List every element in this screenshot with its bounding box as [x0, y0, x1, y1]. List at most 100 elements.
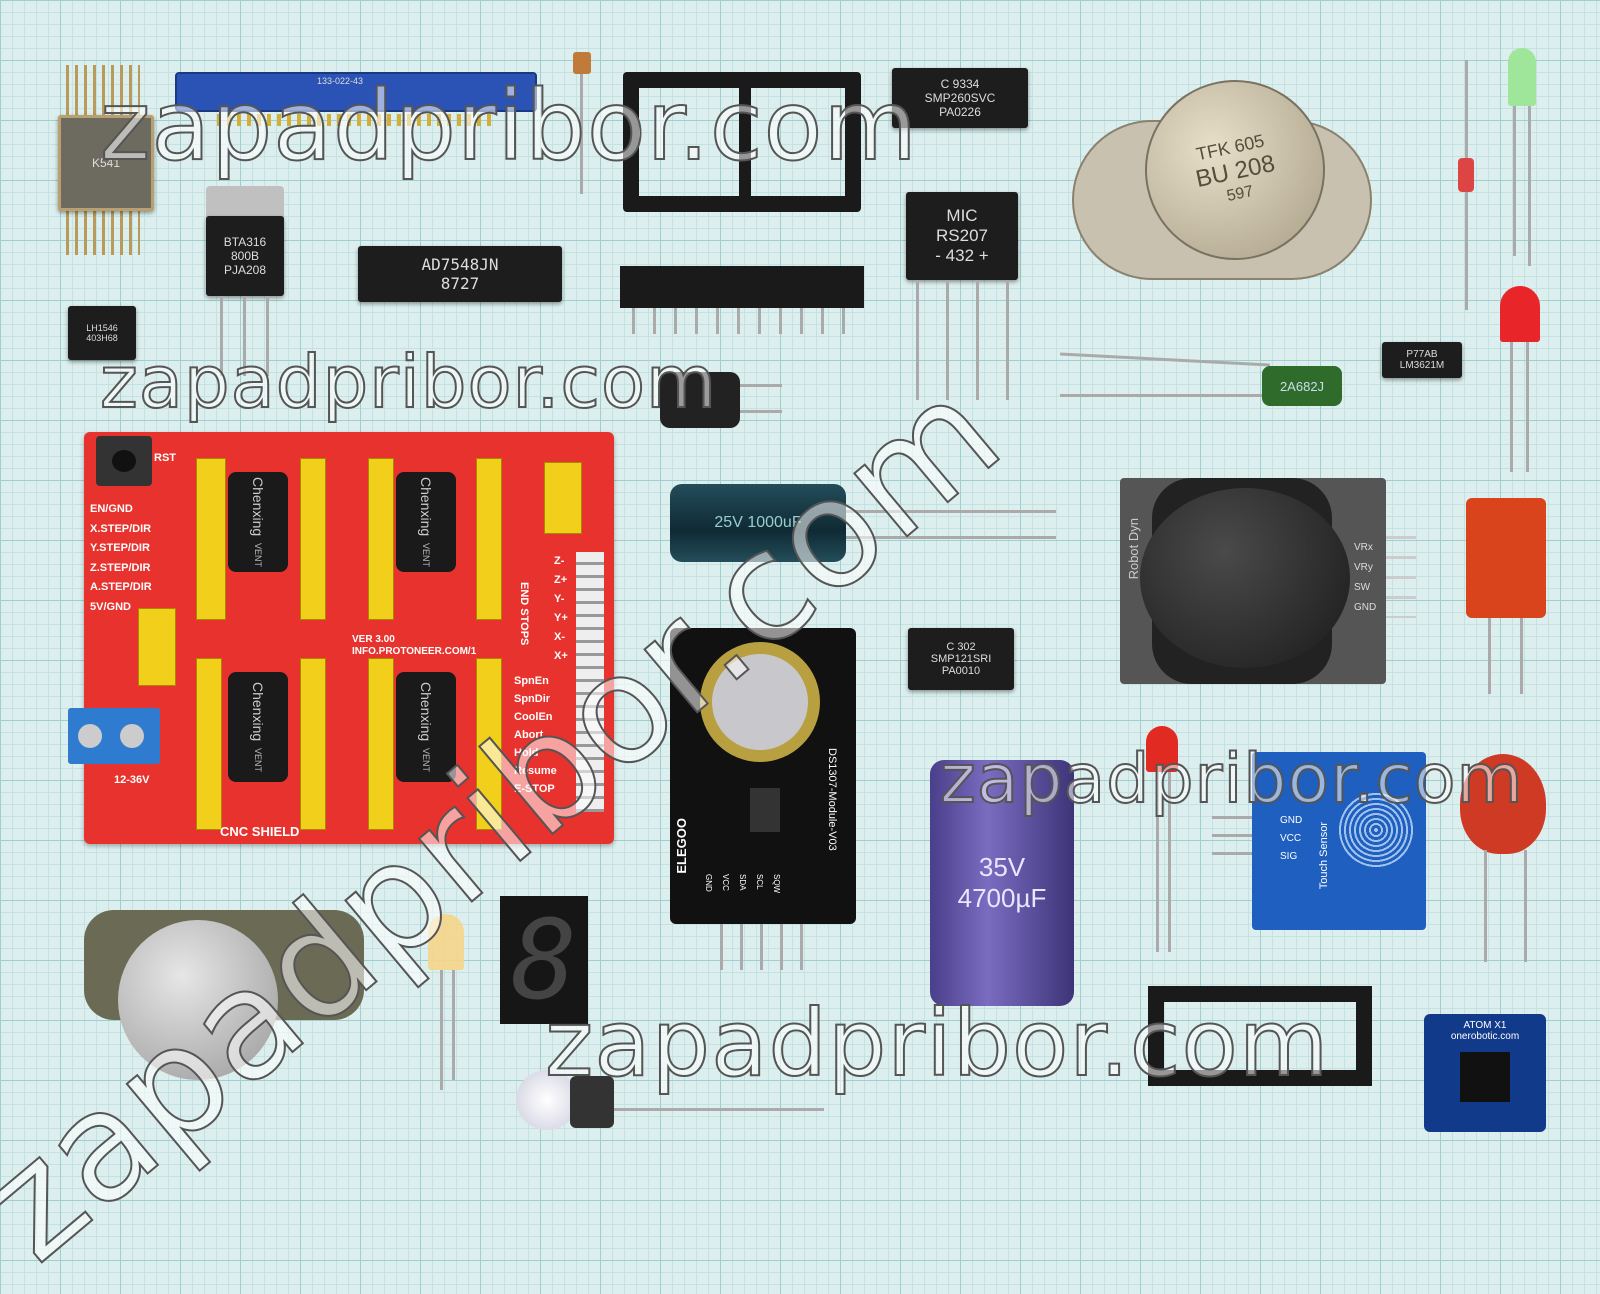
diode — [1458, 158, 1474, 192]
chip-text: LM3621M — [1399, 360, 1445, 371]
pin-label: Y- — [554, 593, 565, 605]
end-stops-label: END STOPS — [518, 582, 530, 646]
pin-label: Z.STEP/DIR — [90, 561, 151, 574]
hybrid-ic-label: K541 — [91, 156, 121, 170]
optocoupler: LH1546 403H68 — [68, 306, 136, 360]
chip-text: 2A682J — [1279, 378, 1325, 394]
touch-sensor-label: Touch Sensor — [1318, 822, 1330, 890]
chip-text: 8727 — [440, 274, 480, 293]
pin-label: GND — [1354, 602, 1377, 613]
pin-label: CoolEn — [514, 711, 553, 723]
pin-label: A.STEP/DIR — [90, 581, 152, 593]
hybrid-ic: K541 — [58, 65, 154, 255]
chip-text: PA0010 — [941, 665, 981, 677]
segment-digit: 8 — [510, 896, 578, 1024]
pin-label: Y+ — [554, 612, 568, 624]
power-terminal — [68, 708, 160, 764]
cap-brand: Chenxing — [250, 477, 266, 537]
pin-label: E-STOP — [514, 783, 555, 795]
inductor — [660, 372, 740, 428]
chip-text: 403H68 — [86, 333, 118, 343]
hybrid-ic-body: K541 — [58, 115, 154, 211]
clear-led-base — [570, 1076, 614, 1128]
pin-label: GND — [704, 874, 713, 892]
cap-vent-label: VENT — [421, 747, 431, 772]
chip-text: P77AB — [1406, 349, 1438, 360]
chip-text: LH1546 — [86, 323, 118, 333]
pin-label: SW — [1354, 582, 1371, 593]
rst-label: RST — [154, 452, 176, 464]
pin-label: X+ — [554, 650, 568, 662]
pin-label: VRy — [1354, 562, 1373, 573]
pin-label: Z+ — [554, 574, 568, 586]
small-capacitor — [573, 52, 591, 74]
soic-ic-top: C 9334 SMP260SVC PA0226 — [892, 68, 1028, 128]
watermark: zapadpribor.com — [99, 69, 918, 183]
version-label: VER 3.00 — [352, 634, 395, 645]
watermark: zapadpribor.com — [99, 339, 718, 425]
pin-label: GND — [1280, 815, 1303, 826]
edge-connector: 133-022-43 — [175, 72, 537, 126]
chip-text: MIC — [946, 206, 978, 225]
atom-board: ATOM X1 onerobotic.com — [1424, 1014, 1546, 1132]
pin-label: Hold — [514, 747, 539, 759]
chip-text: PJA208 — [223, 263, 267, 277]
edge-connector-label: 133-022-43 — [317, 76, 364, 86]
pin-header-strip — [620, 266, 864, 308]
touch-sensor-module: Touch Sensor GND VCC SIG — [1252, 752, 1426, 930]
cap-brand: Chenxing — [250, 682, 266, 742]
pin-label: SpnDir — [514, 693, 551, 705]
chip-text: AD7548JN — [421, 255, 499, 274]
electrolytic-capacitor-1000uf: 25V 1000uF — [670, 484, 846, 562]
atom-label: ATOM X1 — [1463, 1020, 1507, 1031]
pin-label: SDA — [738, 874, 747, 891]
cnc-shield: RST EN/GND X.STEP/DIR Y.STEP/DIR Z.STEP/… — [68, 432, 614, 844]
pin-label: SQW — [772, 874, 781, 894]
ptc-fuse — [1466, 498, 1546, 618]
url-label: INFO.PROTONEER.COM/1 — [352, 646, 477, 657]
pin-label: VRx — [1354, 542, 1373, 553]
pin-label: Abort — [514, 729, 544, 741]
electrolytic-capacitor-4700uf: 35V 4700µF — [930, 760, 1074, 1006]
chip-text: RS207 — [936, 226, 988, 245]
red-led — [1146, 726, 1178, 772]
varistor — [1460, 754, 1546, 854]
bridge-rectifier: MIC RS207 - 432 + — [906, 192, 1018, 280]
atom-url: onerobotic.com — [1450, 1031, 1520, 1042]
cap-vent-label: VENT — [253, 542, 263, 567]
watermark: zapadpribor.com — [544, 989, 1330, 1098]
chip-text: 597 — [1225, 182, 1255, 205]
pin-label: SCL — [755, 874, 764, 890]
reset-button — [96, 436, 152, 486]
pin-label: 5V/GND — [90, 600, 131, 613]
chip-text: C 9334 — [940, 77, 980, 91]
rtc-module: ELEGOO DS1307-Module-V03 GND VCC SDA SCL… — [670, 628, 856, 924]
chip-text: 4700µF — [957, 883, 1047, 913]
soic-ic-mid: C 302 SMP121SRI PA0010 — [908, 628, 1014, 690]
chip-text: 35V — [978, 852, 1026, 882]
chip-text: - 432 + — [935, 246, 989, 265]
red-led — [1500, 286, 1540, 342]
rtc-name: DS1307-Module-V03 — [826, 748, 838, 851]
chip-text: C 302 — [946, 641, 976, 653]
chip-text: SMP260SVC — [924, 91, 996, 105]
clear-led — [516, 1070, 578, 1130]
green-led — [1508, 48, 1536, 106]
pin-label: Y.STEP/DIR — [90, 542, 150, 554]
joystick-module: Robot Dyn VRx VRy SW GND — [1120, 478, 1386, 684]
pin-label: Z- — [554, 555, 565, 567]
rtc-pins — [720, 924, 820, 970]
rtc-brand: ELEGOO — [674, 818, 689, 874]
power-label: 12-36V — [114, 774, 150, 786]
watermark: zapadpribor.com — [939, 739, 1524, 820]
ic-socket — [623, 72, 861, 212]
chip-text: SMP121SRI — [930, 653, 992, 665]
cap-brand: Chenxing — [418, 682, 434, 742]
ic-socket-small — [1148, 986, 1372, 1086]
cnc-shield-title: CNC SHIELD — [220, 824, 300, 839]
pin-label: EN/GND — [90, 503, 133, 515]
